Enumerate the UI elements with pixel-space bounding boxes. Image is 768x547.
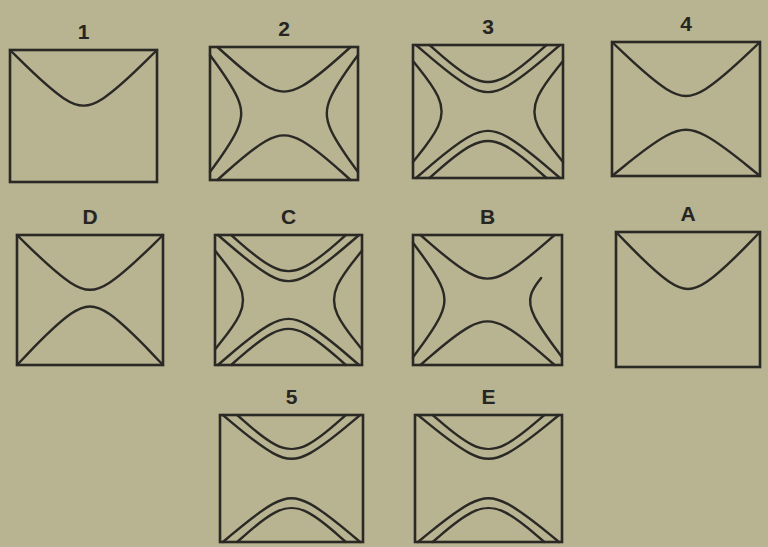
figure-curve bbox=[10, 50, 157, 106]
figure-frame bbox=[413, 45, 563, 178]
figure-curve bbox=[231, 235, 346, 271]
figure-number: B bbox=[480, 205, 495, 229]
figure-curve bbox=[223, 498, 360, 542]
figure-curve bbox=[237, 415, 346, 449]
figure-curve bbox=[334, 251, 362, 350]
envelope-figure bbox=[612, 42, 760, 176]
figure-curve bbox=[433, 508, 545, 542]
envelope-figure bbox=[215, 235, 362, 365]
figure-number: 1 bbox=[78, 20, 90, 44]
figure-frame bbox=[415, 415, 562, 542]
figure-curve bbox=[530, 278, 562, 357]
figure-curve bbox=[612, 42, 760, 96]
figure-curve bbox=[420, 321, 554, 365]
figure-curve bbox=[616, 232, 760, 289]
envelope-figure bbox=[10, 50, 157, 182]
figure-number: E bbox=[481, 385, 495, 409]
figure-curve bbox=[237, 508, 346, 542]
figure-frame bbox=[215, 235, 362, 365]
figure-frame bbox=[17, 235, 163, 365]
figure-curve bbox=[217, 135, 350, 180]
figure-number: A bbox=[680, 202, 695, 226]
figure-frame bbox=[210, 47, 358, 180]
envelope-figure bbox=[415, 415, 562, 542]
figure-curve bbox=[217, 47, 350, 92]
envelope-figure bbox=[220, 415, 363, 542]
figure-curve bbox=[430, 141, 547, 178]
figure-curve bbox=[210, 55, 241, 172]
figure-curve bbox=[416, 131, 560, 178]
figure-curve bbox=[416, 45, 560, 92]
figure-curve bbox=[17, 235, 163, 290]
figure-curve bbox=[413, 243, 444, 357]
envelope-figure bbox=[210, 47, 358, 180]
figure-number: 4 bbox=[680, 12, 692, 36]
figure-curve bbox=[612, 130, 760, 176]
figure-number: 5 bbox=[286, 385, 298, 409]
figure-curve bbox=[218, 235, 359, 281]
figure-curve bbox=[231, 329, 346, 365]
figure-number: C bbox=[281, 205, 296, 229]
figure-curve bbox=[413, 61, 442, 162]
figure-curve bbox=[420, 235, 554, 279]
figure-curve bbox=[218, 319, 359, 365]
figure-frame bbox=[220, 415, 363, 542]
figure-frame bbox=[10, 50, 157, 182]
figure-number: 3 bbox=[482, 15, 494, 39]
figure-curve bbox=[430, 45, 547, 82]
figure-frame bbox=[413, 235, 562, 365]
figure-curve bbox=[223, 415, 360, 459]
figure-curve bbox=[327, 55, 358, 172]
figure-curve bbox=[433, 415, 545, 449]
figure-curve bbox=[17, 306, 163, 365]
figure-curve bbox=[418, 498, 559, 542]
envelope-figure bbox=[17, 235, 163, 365]
figure-frame bbox=[616, 232, 760, 367]
figure-curve bbox=[534, 61, 563, 162]
figure-frame bbox=[612, 42, 760, 176]
envelope-figure bbox=[413, 235, 562, 365]
figure-number: D bbox=[82, 205, 97, 229]
envelope-figure bbox=[616, 232, 760, 367]
figure-number: 2 bbox=[278, 17, 290, 41]
envelope-figure bbox=[413, 45, 563, 178]
figure-curve bbox=[215, 251, 243, 350]
figure-curve bbox=[418, 415, 559, 459]
